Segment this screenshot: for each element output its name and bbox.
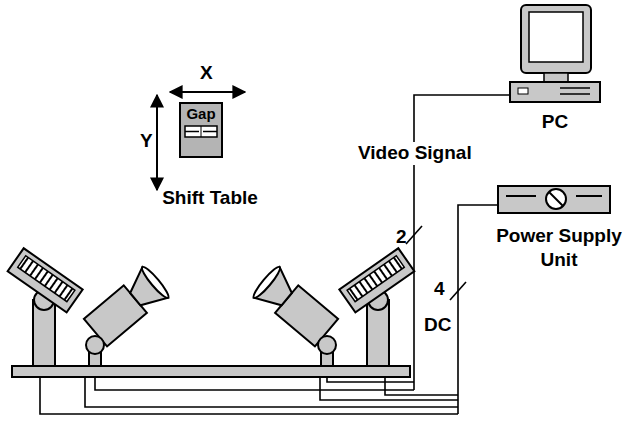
x-arrow [170, 91, 245, 93]
light-left [8, 248, 83, 366]
y-arrow [156, 95, 158, 190]
power-supply-illustration [498, 186, 610, 213]
shift-table-label: Shift Table [120, 186, 300, 210]
base-plate [12, 366, 410, 377]
signal-label: DC [424, 314, 451, 337]
axis-label: X [200, 62, 213, 85]
shift-table-box: GapShift Table [180, 103, 222, 157]
power-supply-label: Power Supply Unit [484, 224, 634, 272]
camera-right [251, 265, 340, 366]
axis-label: Y [140, 130, 153, 153]
wire-count: 2 [396, 226, 407, 249]
light-right [339, 248, 414, 366]
video-wire [95, 95, 510, 390]
wire-count: 4 [434, 278, 445, 301]
pc-label: PC [505, 110, 605, 134]
camera-left [83, 265, 172, 366]
dc-wire [40, 205, 498, 414]
shift-table [180, 103, 222, 157]
signal-label: Video Signal [356, 142, 474, 165]
pc-illustration [510, 5, 600, 102]
gap-label: Gap [180, 105, 222, 124]
power-supply-box: Power Supply Unit [484, 184, 634, 279]
pc-box: PC [505, 5, 605, 135]
